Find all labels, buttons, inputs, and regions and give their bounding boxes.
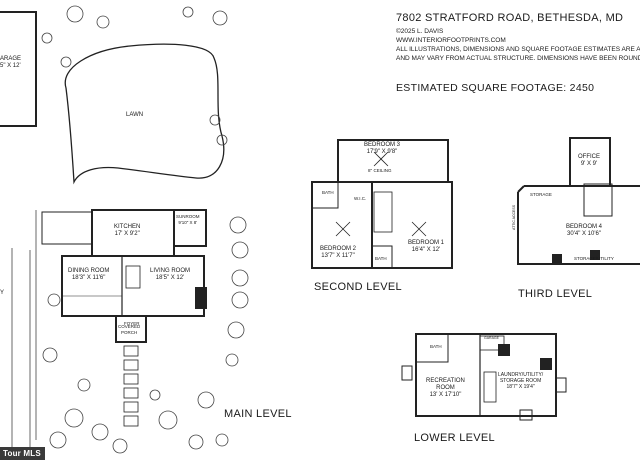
disclaimer-line-2: AND MAY VARY FROM ACTUAL STRUCTURE. DIME…: [396, 55, 640, 62]
street-lines: [11, 210, 37, 460]
second-level-x-marks: [335, 151, 427, 237]
walkway: [123, 345, 139, 427]
garage-outline: [0, 11, 37, 127]
lower-level-label: LOWER LEVEL: [414, 432, 495, 444]
third-level-label: THIRD LEVEL: [518, 288, 593, 300]
street-label: Y: [0, 290, 5, 296]
lawn-outline: [64, 43, 225, 185]
second-level-label: SECOND LEVEL: [314, 281, 402, 293]
foyer-label: FOYER: [124, 321, 140, 326]
storage-label: STORAGE: [530, 192, 552, 197]
main-level-label: MAIN LEVEL: [224, 408, 292, 420]
lower-garage-label: GARAGE: [484, 336, 499, 340]
tour-mls-badge[interactable]: Tour MLS: [0, 447, 45, 460]
lawn-label: LAWN: [126, 112, 144, 118]
plan-header: 7802 STRATFORD ROAD, BETHESDA, MD ©2025 …: [396, 12, 640, 63]
second-level-plan: [311, 139, 453, 269]
attic-access-label: ATTIC ACCESS: [512, 204, 516, 230]
square-footage: ESTIMATED SQUARE FOOTAGE: 2450: [396, 82, 595, 94]
disclaimer-line-1: ALL ILLUSTRATIONS, DIMENSIONS AND SQUARE…: [396, 46, 640, 53]
website-line: WWW.INTERIORFOOTPRINTS.COM: [396, 37, 506, 44]
property-address: 7802 STRATFORD ROAD, BETHESDA, MD: [396, 12, 624, 24]
main-level-plan: [41, 209, 207, 343]
lower-bath-label: BATH: [430, 344, 442, 349]
copyright-line: ©2025 L. DAVIS: [396, 28, 444, 35]
storage-utility-label: STORAGE/UTILITY: [574, 256, 614, 261]
lower-level-plan: [401, 333, 567, 421]
site-trees: [41, 5, 249, 454]
second-bath-a-label: BATH: [322, 190, 334, 195]
walk-in-closet-label: W.I.C.: [354, 196, 367, 201]
ceiling-note: 8'' CEILING: [368, 168, 392, 173]
third-level-plan: [517, 137, 640, 265]
second-bath-b-label: BATH: [375, 256, 387, 261]
